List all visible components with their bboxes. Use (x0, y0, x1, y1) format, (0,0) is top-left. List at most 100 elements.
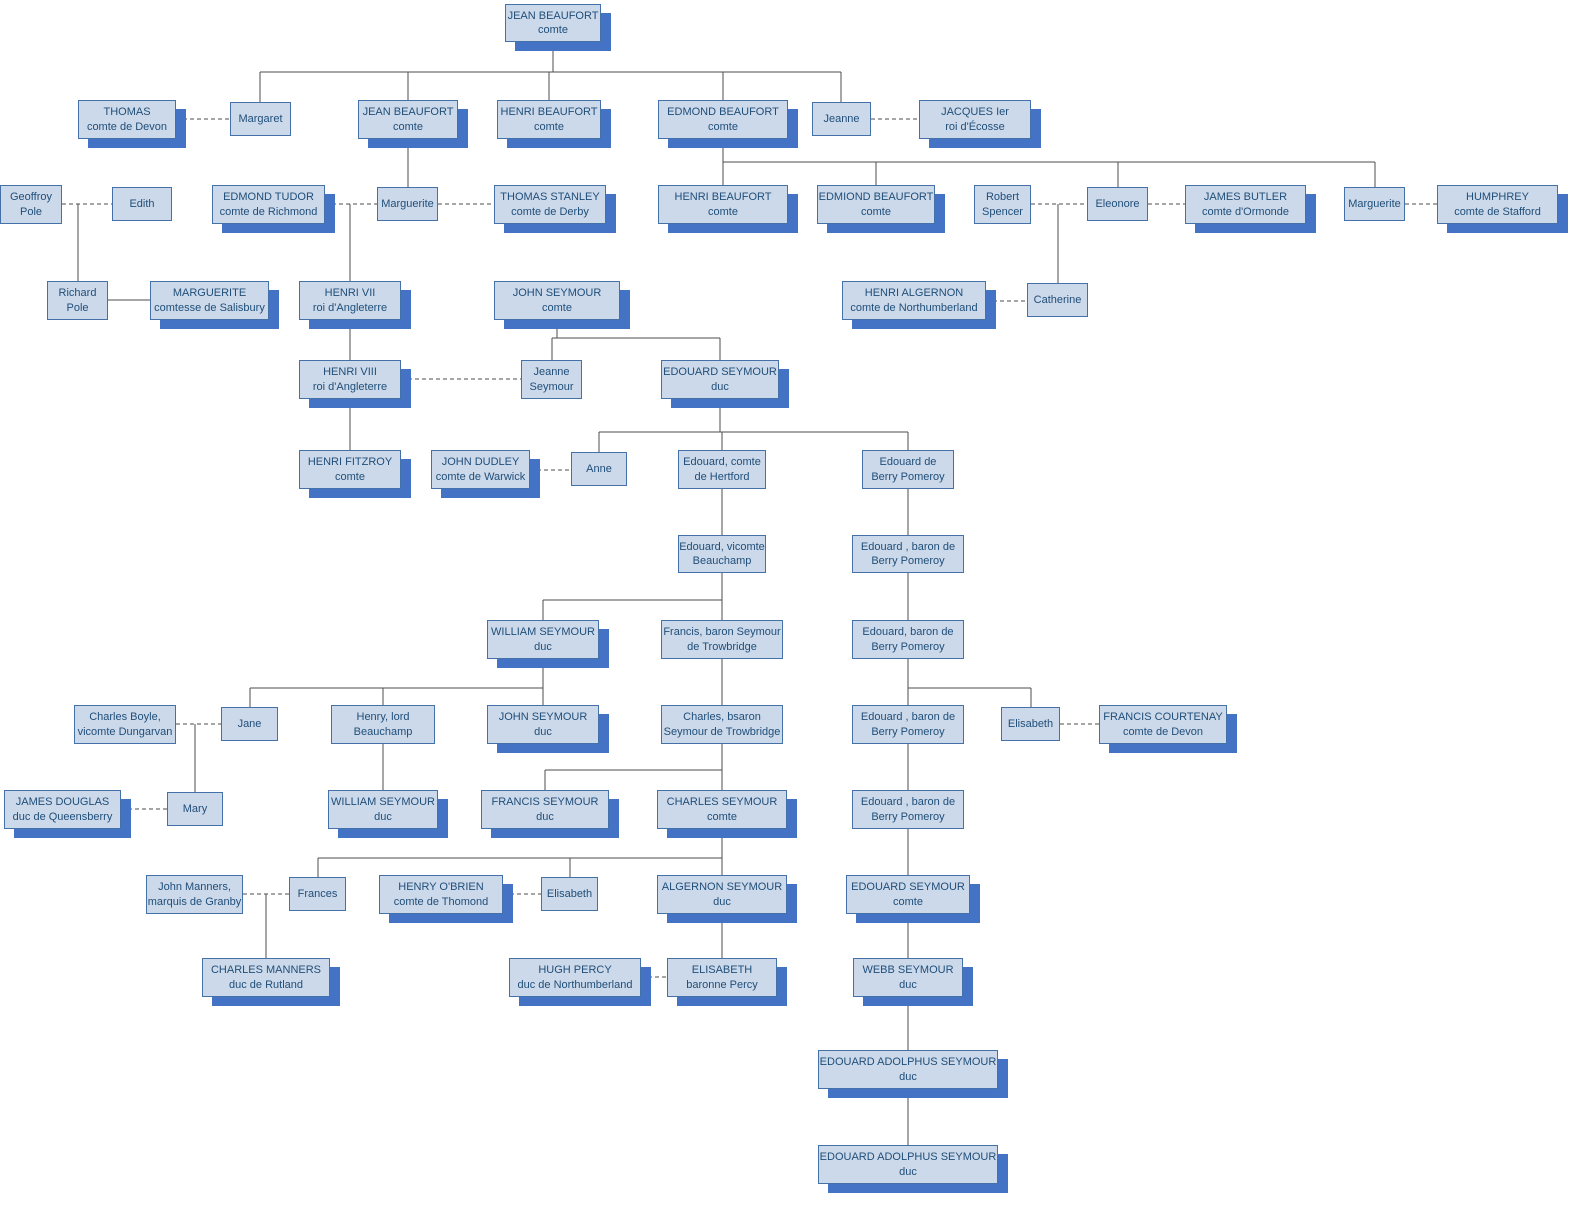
person-node-mary[interactable]: Mary (167, 792, 223, 826)
person-node-jane[interactable]: Jane (221, 707, 278, 741)
person-node-elisabeth-seymour[interactable]: Elisabeth (541, 877, 598, 911)
person-node-marguerite-beaufort[interactable]: Marguerite (1344, 187, 1405, 221)
person-node-catherine[interactable]: Catherine (1027, 283, 1088, 317)
person-name-line: comte (335, 470, 365, 483)
person-node-elisabeth-bp[interactable]: Elisabeth (1001, 707, 1060, 741)
person-node-edith[interactable]: Edith (112, 187, 172, 221)
person-name-line: comtesse de Salisbury (154, 301, 265, 314)
person-name-line: Berry Pomeroy (871, 640, 945, 653)
person-name-line: EDMOND BEAUFORT (667, 106, 779, 119)
person-name-line: comte de Richmond (219, 205, 318, 218)
person-name-line: John Manners, (158, 881, 231, 894)
person-name-line: Berry Pomeroy (871, 470, 945, 483)
person-name-line: JOHN SEYMOUR (512, 287, 602, 300)
person-name-line: Marguerite (1348, 197, 1401, 210)
person-node-marguerite-tudor[interactable]: Marguerite (377, 187, 438, 221)
person-name-line: WILLIAM SEYMOUR (491, 626, 595, 639)
person-node-charles-boyle[interactable]: Charles Boyle,vicomte Dungarvan (74, 705, 176, 744)
person-name-line: HENRI FITZROY (307, 456, 393, 469)
person-name-line: Edouard, vicomte (679, 540, 765, 553)
person-name-line: HENRI ALGERNON (864, 287, 964, 300)
person-name-line: duc (374, 810, 392, 823)
person-name-line: Eleonore (1095, 197, 1140, 210)
person-name-line: JEAN BEAUFORT (362, 106, 454, 119)
person-node-margaret[interactable]: Margaret (230, 102, 291, 136)
person-node-anne[interactable]: Anne (571, 452, 627, 486)
person-name-line: baronne Percy (686, 978, 758, 991)
person-node-eleonore[interactable]: Eleonore (1087, 187, 1148, 221)
person-name-line: comte de Devon (86, 120, 168, 133)
person-node-jeanne[interactable]: Jeanne (812, 102, 871, 136)
person-name-line: duc (899, 1070, 917, 1083)
person-name-line: JEAN BEAUFORT (507, 9, 599, 22)
person-name-line: de Trowbridge (687, 640, 757, 653)
person-name-line: de Hertford (694, 470, 750, 483)
person-name-line: WILLIAM SEYMOUR (331, 796, 435, 809)
person-name-line: duc de Queensberry (12, 810, 113, 823)
person-node-frances[interactable]: Frances (289, 877, 346, 911)
person-name-line: comte (542, 301, 572, 314)
person-name-line: comte de Warwick (435, 470, 526, 483)
person-name-line: comte de Stafford (1454, 205, 1541, 218)
person-name-line: comte (708, 120, 738, 133)
person-name-line: marquis de Granby (147, 895, 242, 908)
person-name-line: Elisabeth (546, 887, 593, 900)
person-name-line: Jeanne (823, 112, 860, 125)
person-name-line: duc (536, 810, 554, 823)
person-name-line: roi d'Écosse (945, 120, 1005, 133)
person-name-line: duc (711, 380, 729, 393)
person-name-line: comte (707, 810, 737, 823)
person-node-john-manners[interactable]: John Manners,marquis de Granby (146, 875, 243, 914)
